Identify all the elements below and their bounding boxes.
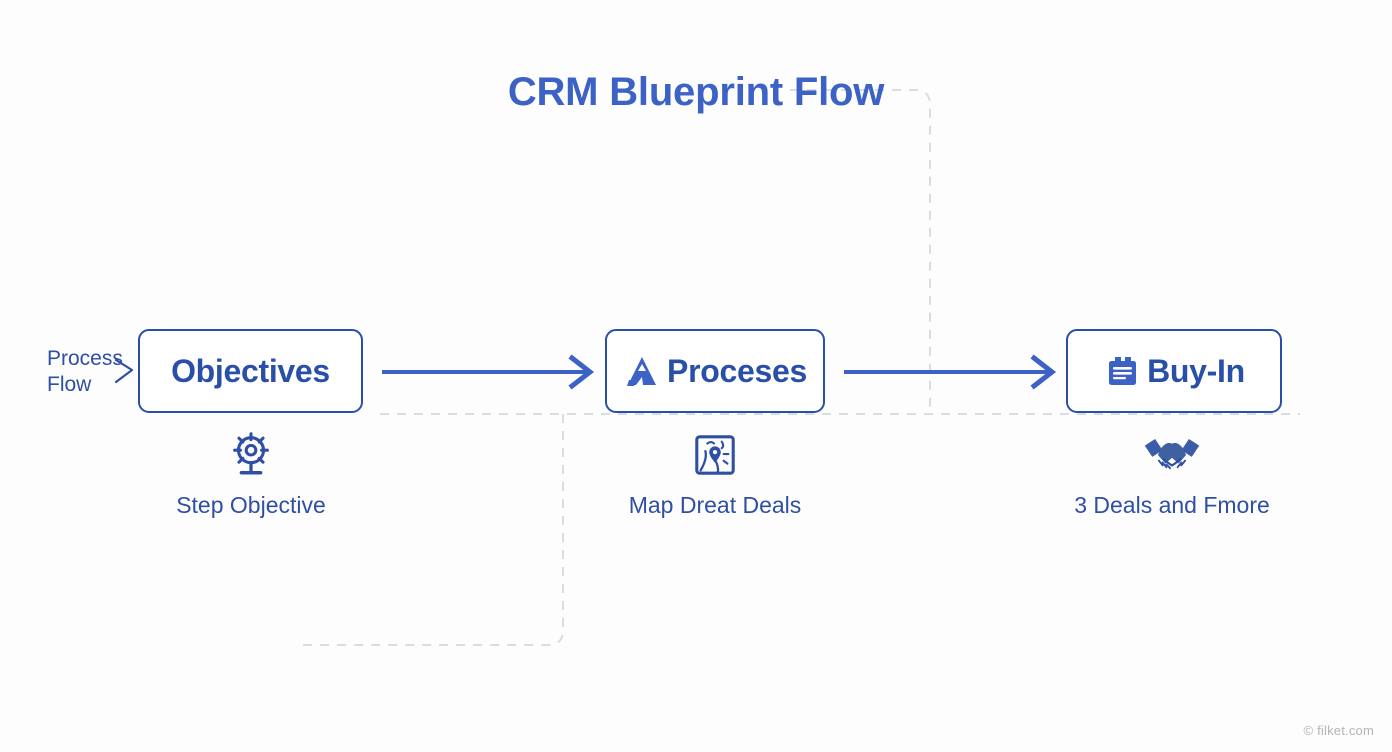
stage-label-proceses: Proceses bbox=[667, 352, 807, 389]
process-flow-line2: Flow bbox=[47, 373, 92, 396]
handshake-icon bbox=[1042, 430, 1302, 480]
watermark: © filket.com bbox=[1303, 723, 1374, 738]
feature-label-map-dreat-deals: Map Dreat Deals bbox=[628, 492, 802, 518]
arrow-objectives-to-proceses bbox=[382, 354, 595, 390]
small-arrow-right-icon bbox=[114, 358, 134, 384]
process-flow-label: Process Flow bbox=[47, 346, 133, 398]
clipboard-icon bbox=[1103, 352, 1141, 390]
stage-box-buyin[interactable]: Buy-In bbox=[1066, 329, 1282, 413]
feature-label-deals-and-more: 3 Deals and Fmore bbox=[1074, 492, 1270, 518]
stage-box-objectives[interactable]: Objectives bbox=[138, 329, 363, 413]
process-flow-line1: Process bbox=[47, 347, 123, 370]
map-pin-square-icon bbox=[585, 430, 845, 480]
stage-label-objectives: Objectives bbox=[171, 352, 330, 389]
feature-item-map-dreat-deals[interactable]: Map Dreat Deals bbox=[585, 430, 845, 519]
feature-item-step-objective[interactable]: Step Objective bbox=[121, 430, 381, 519]
feature-label-step-objective: Step Objective bbox=[176, 492, 326, 518]
triangle-a-icon bbox=[623, 352, 661, 390]
feature-item-deals-and-more[interactable]: 3 Deals and Fmore bbox=[1042, 430, 1302, 519]
diagram-title: CRM Blueprint Flow bbox=[507, 70, 885, 114]
stage-label-buyin: Buy-In bbox=[1147, 352, 1245, 389]
target-gear-stand-icon bbox=[121, 430, 381, 480]
stage-box-proceses[interactable]: Proceses bbox=[605, 329, 825, 413]
arrow-proceses-to-buyin bbox=[844, 354, 1057, 390]
